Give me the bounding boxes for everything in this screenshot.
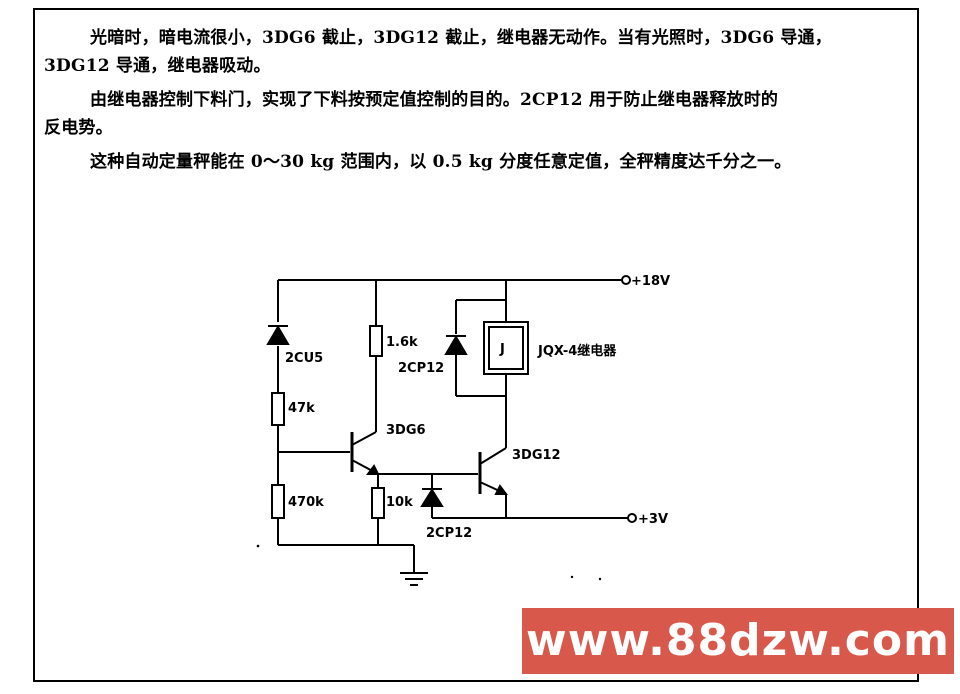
paragraph-2-line-1: 由继电器控制下料门，实现了下料按预定值控制的目的。2CP12 用于防止继电器释放… <box>90 90 779 110</box>
stray-mark-3 <box>598 577 602 581</box>
label-1-6k: 1.6k <box>386 335 418 350</box>
label-3dg12: 3DG12 <box>512 448 561 463</box>
paragraph-2: 由继电器控制下料门，实现了下料按预定值控制的目的。2CP12 用于防止继电器释放… <box>44 86 910 142</box>
resistor-470k <box>271 484 285 519</box>
label-3dg6: 3DG6 <box>386 423 426 438</box>
label-2cu5: 2CU5 <box>285 351 323 366</box>
label-10k: 10k <box>386 495 413 510</box>
label-relay: JQX-4继电器 <box>537 343 617 359</box>
label-3v: +3V <box>638 512 668 527</box>
label-2cp12-top: 2CP12 <box>398 361 444 376</box>
stray-mark-1 <box>256 544 260 548</box>
diode-2cp12-top <box>444 335 468 355</box>
relay-coil-outer <box>483 321 529 375</box>
watermark-banner: www.88dzw.com <box>522 608 954 674</box>
paragraph-2-line-2: 反电势。 <box>44 118 113 138</box>
label-47k: 47k <box>288 401 315 416</box>
label-470k: 470k <box>288 495 324 510</box>
paragraph-1-line-2: 3DG12 导通，继电器吸动。 <box>44 56 271 76</box>
relay-coil-inner <box>488 326 524 370</box>
paragraph-1-line-1: 光暗时，暗电流很小，3DG6 截止，3DG12 截止，继电器无动作。当有光照时，… <box>90 28 832 48</box>
diode-2cp12-bottom <box>420 488 444 507</box>
paragraph-3-line-1: 这种自动定量秤能在 0～30 kg 范围内，以 0.5 kg 分度任意定值，全秤… <box>90 152 792 172</box>
transistor-3dg6 <box>350 431 380 475</box>
resistor-10k <box>371 487 385 519</box>
label-18v: +18V <box>631 274 670 289</box>
terminal-18v <box>621 275 631 285</box>
label-relay-j: J <box>499 342 505 357</box>
stray-mark-2 <box>570 575 574 579</box>
page-frame <box>33 8 919 682</box>
resistor-47k <box>271 392 285 426</box>
ground-symbol <box>400 572 428 586</box>
terminal-3v <box>627 513 637 523</box>
transistor-3dg12 <box>478 447 508 495</box>
watermark-text: www.88dzw.com <box>526 615 950 666</box>
diode-2cu5 <box>266 325 290 345</box>
paragraph-1: 光暗时，暗电流很小，3DG6 截止，3DG12 截止，继电器无动作。当有光照时，… <box>44 24 910 80</box>
resistor-1-6k <box>369 325 383 357</box>
paragraph-3: 这种自动定量秤能在 0～30 kg 范围内，以 0.5 kg 分度任意定值，全秤… <box>44 148 910 176</box>
label-2cp12-bottom: 2CP12 <box>426 526 472 541</box>
